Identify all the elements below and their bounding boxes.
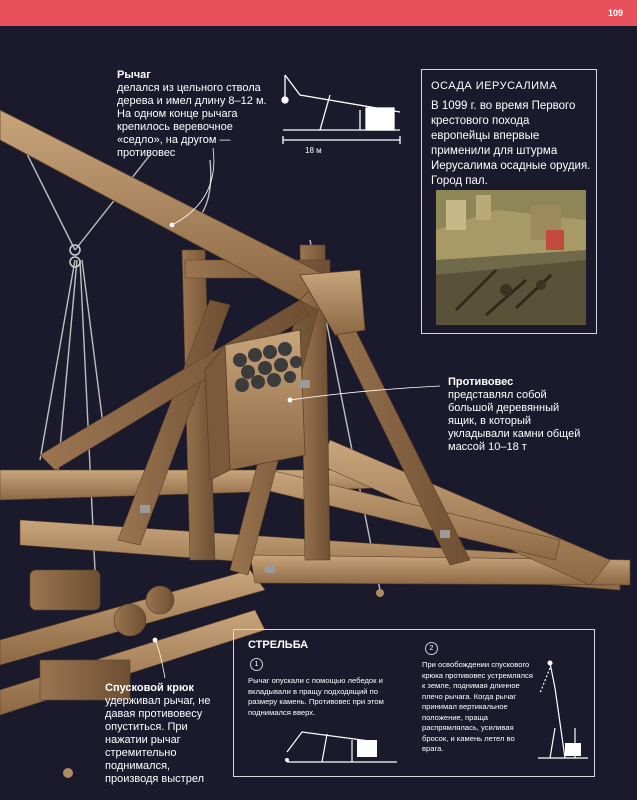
- lever-callout: Рычаг делался из цельного ствола дерева …: [117, 69, 267, 160]
- siege-box: ОСАДА ИЕРУСАЛИМА В 1099 г. во время Перв…: [421, 69, 597, 334]
- siege-image: [436, 190, 586, 325]
- trigger-hook-callout: Спусковой крюк удерживал рычаг, не давая…: [105, 682, 223, 786]
- firing-box: СТРЕЛЬБА 1 Рычаг опускали с помощью лебе…: [233, 629, 595, 777]
- step-2-text: При освобождении спускового крюка против…: [422, 660, 533, 753]
- top-bar: [0, 0, 637, 26]
- counterweight-callout: Противовес представлял собой большой дер…: [448, 376, 590, 454]
- counterweight-title: Противовес: [448, 376, 514, 388]
- dimension-label: 18 м: [305, 146, 322, 155]
- trigger-hook-text: удерживал рычаг, не давая противовесу оп…: [105, 695, 211, 785]
- lever-text: делался из цельного ствола дерева и имел…: [117, 82, 267, 159]
- siege-title: ОСАДА ИЕРУСАЛИМА: [431, 80, 558, 92]
- step-2-number: 2: [425, 642, 438, 655]
- step-2-diagram: [538, 660, 588, 759]
- step-1-diagram: [285, 731, 397, 763]
- step-1-text: Рычаг опускали с помощью лебедок и вклад…: [248, 676, 384, 717]
- step-1-number: 1: [250, 658, 263, 671]
- siege-text: В 1099 г. во время Первого крестового по…: [431, 100, 591, 187]
- top-trebuchet-diagram: [281, 74, 401, 144]
- counterweight-text: представлял собой большой деревянный ящи…: [448, 389, 581, 453]
- trigger-hook-title: Спусковой крюк: [105, 682, 194, 694]
- lever-title: Рычаг: [117, 69, 151, 81]
- page-number: 109: [607, 8, 623, 18]
- firing-title: СТРЕЛЬБА: [248, 639, 309, 651]
- trebuchet-illustration: [0, 74, 631, 778]
